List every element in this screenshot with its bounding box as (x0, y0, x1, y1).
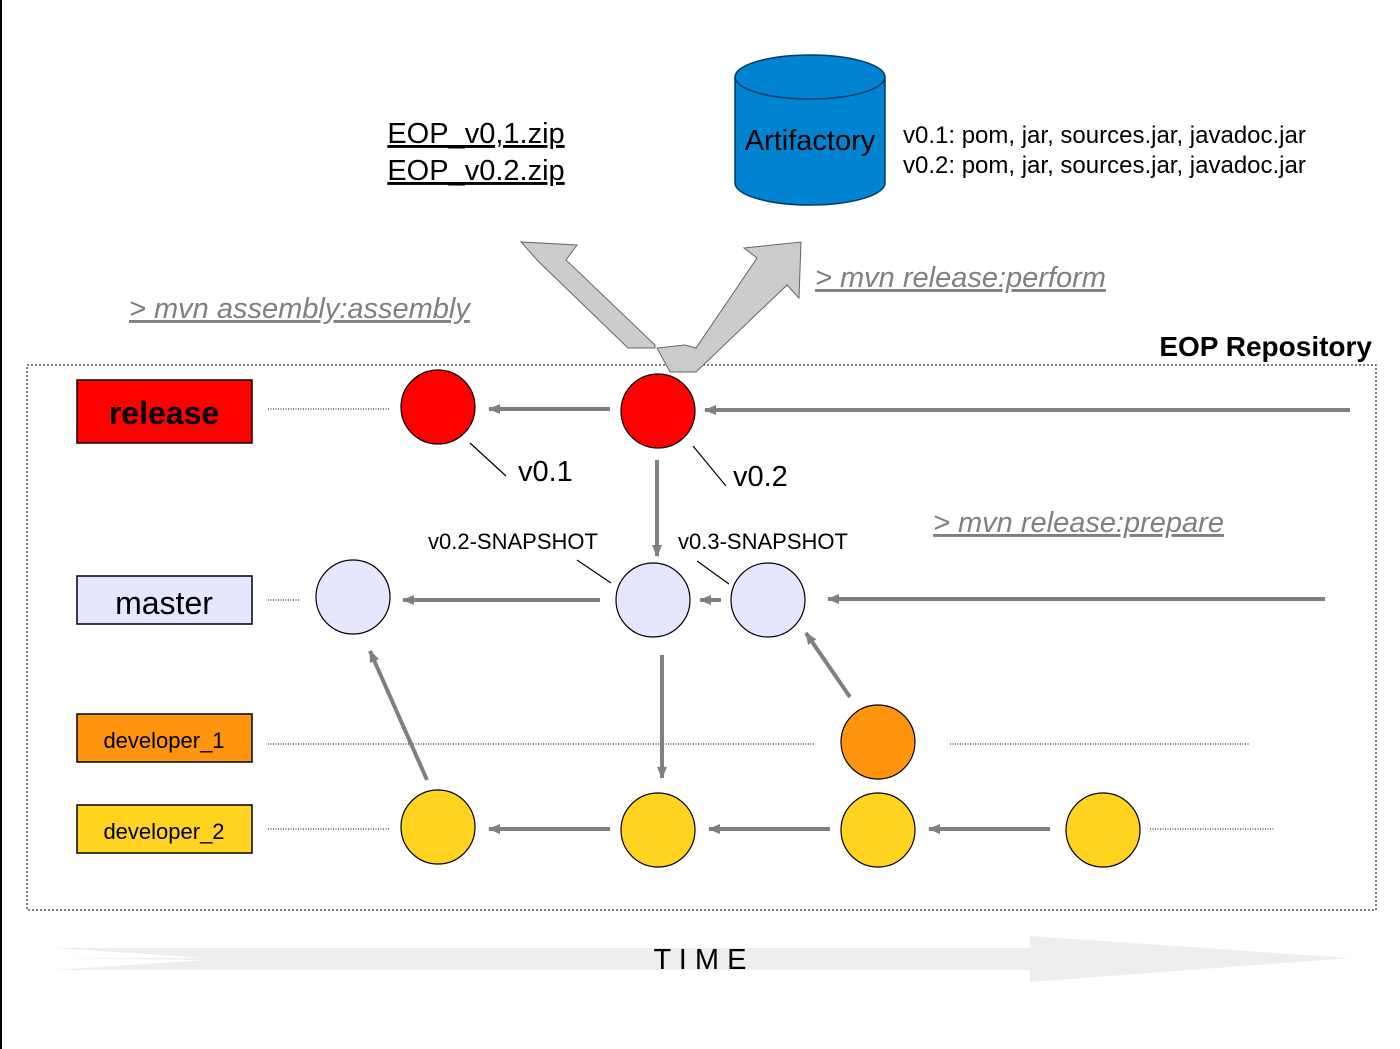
commit-master-v02-snapshot (615, 562, 691, 638)
artifactory-contents-v02: v0.2: pom, jar, sources.jar, javadoc.jar (903, 152, 1306, 179)
tag-leader-lines (469, 442, 730, 585)
tag-v02: v0.2 (733, 461, 788, 493)
commit-developer-2-d (1065, 792, 1141, 868)
command-perform: > mvn release:perform (815, 262, 1106, 294)
commits (315, 369, 1141, 868)
svg-text:developer_2: developer_2 (103, 819, 224, 844)
command-assembly: > mvn assembly:assembly (129, 293, 471, 325)
time-label: T I M E (654, 944, 747, 976)
svg-text:master: master (115, 585, 213, 621)
tag-v03-snapshot: v0.3-SNAPSHOT (678, 529, 848, 554)
tag-v02-snapshot: v0.2-SNAPSHOT (428, 529, 598, 554)
commit-developer-2-b (620, 792, 696, 868)
left-border (0, 0, 2, 1049)
commit-developer-1 (840, 704, 916, 780)
assembly-arrow (519, 241, 656, 349)
commit-release-v02 (620, 373, 696, 449)
time-arrow (55, 936, 1350, 982)
tag-v01: v0.1 (518, 456, 573, 488)
svg-text:release: release (109, 395, 219, 431)
zip-file-v02: EOP_v0.2.zip (387, 155, 564, 187)
svg-text:developer_1: developer_1 (103, 728, 224, 753)
branch-label-master: master (76, 575, 253, 625)
command-prepare: > mvn release:prepare (933, 507, 1224, 539)
zip-file-v01: EOP_v0,1.zip (387, 118, 564, 150)
artifactory-database-icon (734, 54, 886, 206)
branch-label-developer-1: developer_1 (76, 713, 253, 763)
commit-master-1 (315, 559, 391, 635)
commit-master-v03-snapshot (730, 562, 806, 638)
branch-label-release: release (76, 379, 253, 444)
commit-developer-2-a (400, 789, 476, 865)
repository-box (26, 364, 1377, 911)
commit-release-v01 (400, 369, 476, 445)
perform-arrow (656, 241, 802, 373)
commit-arrows (368, 404, 1350, 834)
lane-dotted-lines (268, 408, 1275, 830)
repository-title: EOP Repository (1159, 331, 1372, 362)
artifactory-contents-v01: v0.1: pom, jar, sources.jar, javadoc.jar (903, 122, 1306, 149)
zip-files: EOP_v0,1.zip EOP_v0.2.zip (387, 118, 564, 187)
artifactory-label: Artifactory (745, 125, 876, 157)
branch-label-developer-2: developer_2 (76, 804, 253, 854)
commit-developer-2-c (840, 792, 916, 868)
